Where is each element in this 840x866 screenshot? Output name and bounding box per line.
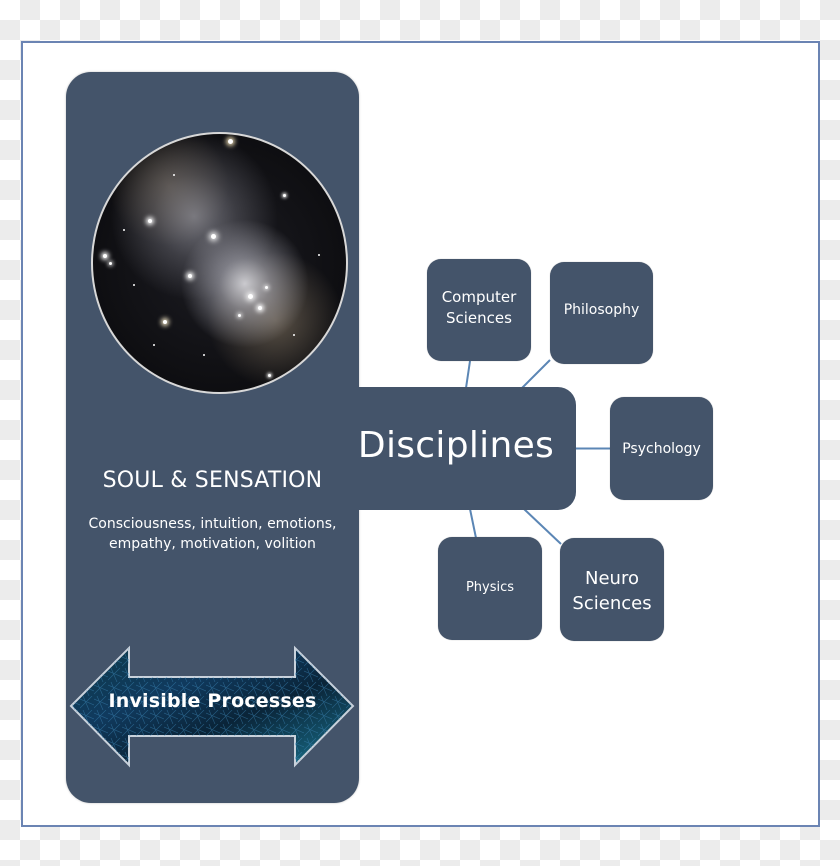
node-computer-sciences: Computer Sciences — [427, 259, 531, 361]
star-icon — [163, 320, 167, 324]
star-icon — [211, 234, 216, 239]
star-icon — [265, 286, 268, 289]
disciplines-central-node: Disciplines — [340, 387, 576, 510]
star-icon — [203, 354, 205, 356]
star-icon — [103, 254, 107, 258]
star-icon — [188, 274, 192, 278]
node-label-line: Computer — [441, 288, 517, 306]
node-label-line: Sciences — [446, 309, 512, 327]
star-icon — [238, 314, 241, 317]
star-icon — [133, 284, 135, 286]
connector-computer-sciences — [465, 360, 471, 389]
star-icon — [268, 374, 271, 377]
node-label-line: Sciences — [572, 592, 652, 614]
star-icon — [109, 262, 112, 265]
node-philosophy: Philosophy — [550, 262, 653, 364]
double-headed-arrow-icon — [69, 645, 355, 768]
soul-sensation-description: Consciousness, intuition, emotions, empa… — [66, 514, 359, 554]
node-psychology: Psychology — [610, 397, 713, 500]
soul-sensation-title: SOUL & SENSATION — [102, 468, 323, 493]
star-icon — [153, 344, 155, 346]
star-icon — [173, 174, 175, 176]
connector-neuro-sciences — [523, 508, 562, 545]
star-icon — [123, 229, 125, 231]
star-icon — [228, 139, 233, 144]
node-neuro-sciences: Neuro Sciences — [560, 538, 664, 641]
node-label-line: Psychology — [622, 440, 701, 457]
star-icon — [283, 194, 286, 197]
connector-physics — [469, 508, 477, 539]
node-label-line: Physics — [465, 580, 515, 595]
node-physics: Physics — [438, 537, 542, 640]
star-icon — [318, 254, 320, 256]
description-line-2: empathy, motivation, volition — [109, 536, 316, 552]
node-label-line: Philosophy — [563, 302, 640, 318]
star-icon — [258, 306, 262, 310]
description-line-1: Consciousness, intuition, emotions, — [88, 516, 337, 532]
star-icon — [148, 219, 152, 223]
connector-philosophy — [521, 359, 551, 389]
node-label-line: Neuro — [585, 567, 639, 589]
star-icon — [248, 294, 253, 299]
galaxy-nebula-image — [91, 132, 348, 394]
invisible-processes-label: Invisible Processes — [108, 690, 317, 712]
disciplines-label: Disciplines — [357, 425, 555, 466]
star-icon — [293, 334, 295, 336]
